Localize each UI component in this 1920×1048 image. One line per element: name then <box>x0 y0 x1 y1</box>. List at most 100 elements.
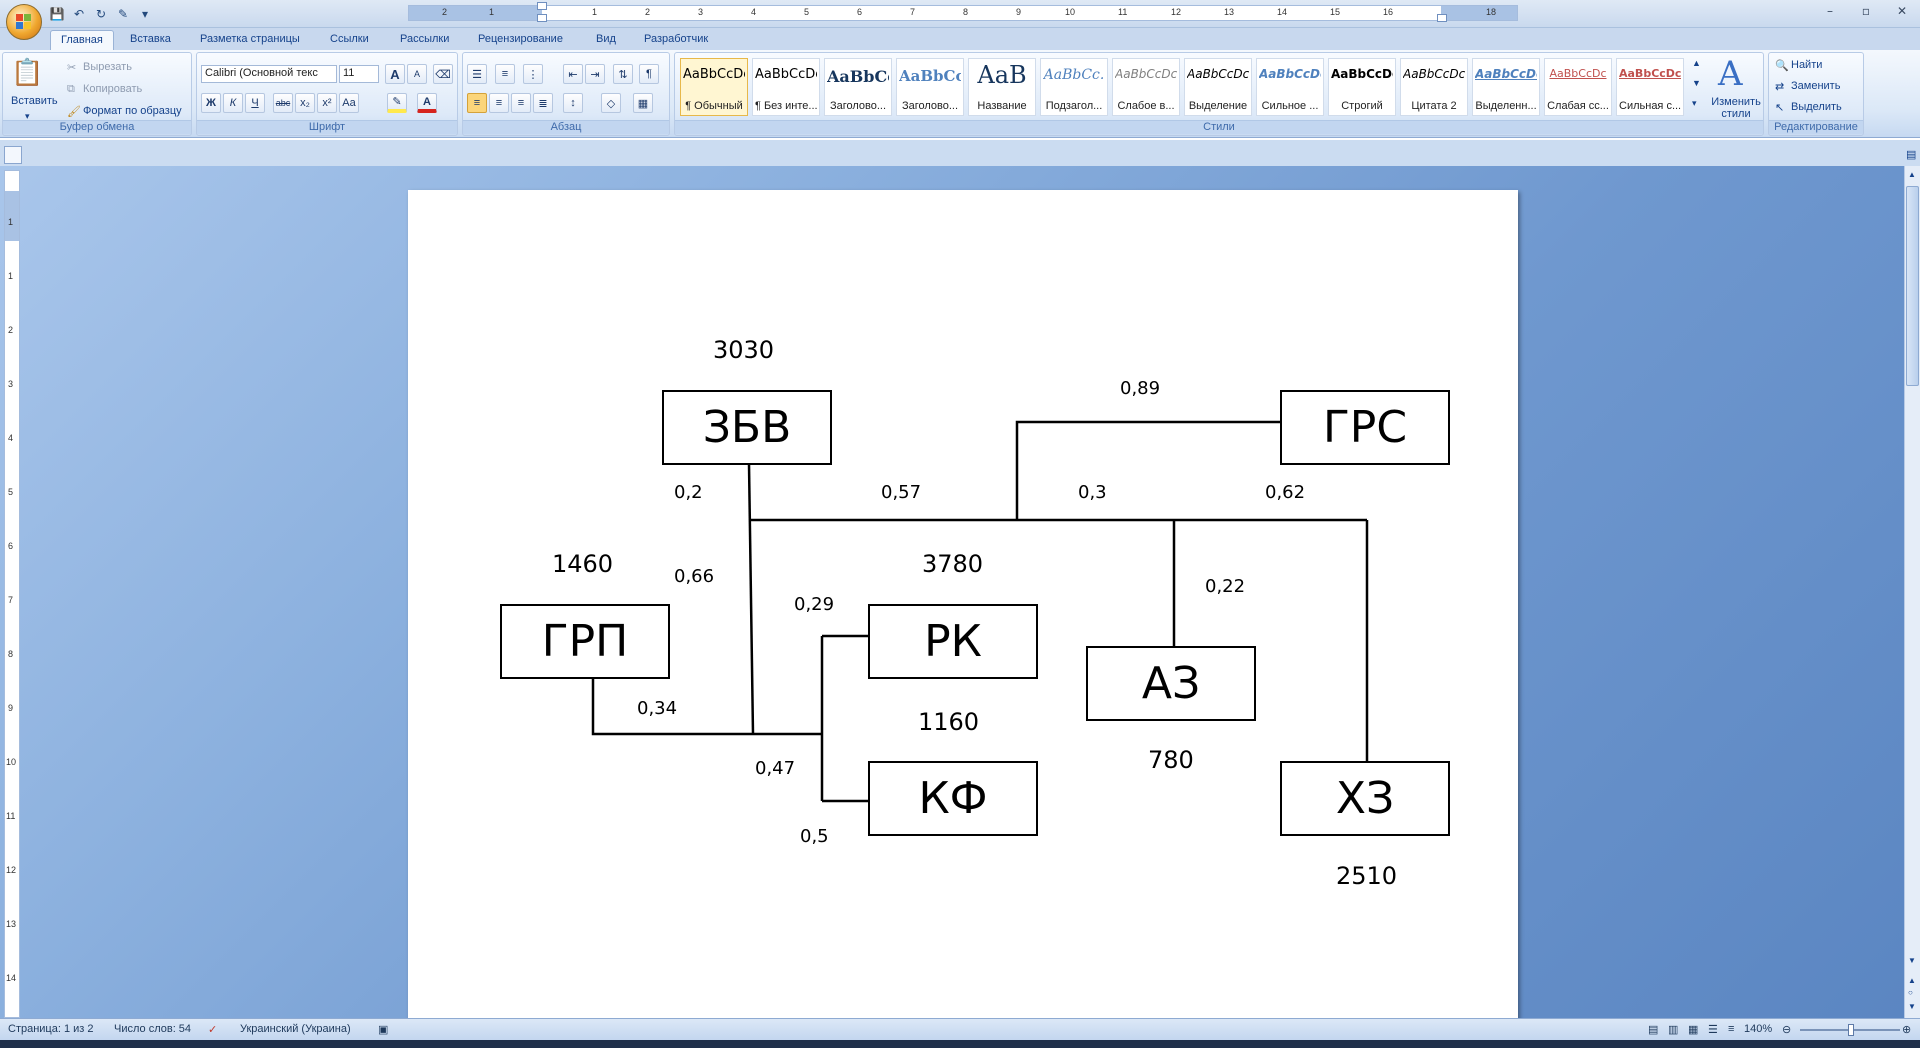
clear-format-icon[interactable]: ⌫ <box>433 64 453 84</box>
copy-button[interactable]: Копировать <box>83 83 143 95</box>
style-no-spacing[interactable]: AaBbCcDc ¶ Без инте... <box>752 58 820 116</box>
find-button[interactable]: Найти <box>1791 59 1823 71</box>
tab-insert[interactable]: Вставка <box>130 33 171 45</box>
style-quote-2[interactable]: AaBbCcDc Цитата 2 <box>1400 58 1468 116</box>
numbering-icon[interactable]: ≡ <box>495 64 515 84</box>
highlight-icon[interactable]: ✎ <box>387 93 407 113</box>
style-subtle-reference[interactable]: AaBbCcDc Слабая сс... <box>1544 58 1612 116</box>
style-emphasis[interactable]: AaBbCcDc Выделение <box>1184 58 1252 116</box>
borders-icon[interactable]: ▦ <box>633 93 653 113</box>
superscript-button[interactable]: x² <box>317 93 337 113</box>
tab-selector-icon[interactable] <box>4 146 22 164</box>
redo-icon[interactable]: ↻ <box>95 7 107 21</box>
minimize-button[interactable]: – <box>1827 4 1833 18</box>
align-right-icon[interactable]: ≡ <box>511 93 531 113</box>
scrollbar-thumb[interactable] <box>1906 186 1919 386</box>
increase-indent-icon[interactable]: ⇥ <box>585 64 605 84</box>
office-button[interactable] <box>6 4 42 40</box>
scroll-up-icon[interactable]: ▲ <box>1908 170 1916 179</box>
web-layout-view-icon[interactable]: ▦ <box>1688 1024 1699 1036</box>
tab-review[interactable]: Рецензирование <box>478 33 563 45</box>
style-title[interactable]: AaB Название <box>968 58 1036 116</box>
style-intense-quote[interactable]: AaBbCcDc Выделенн... <box>1472 58 1540 116</box>
full-screen-view-icon[interactable]: ▥ <box>1668 1024 1679 1036</box>
style-strong[interactable]: AaBbCcDc Строгий <box>1328 58 1396 116</box>
first-line-indent-marker[interactable] <box>537 2 547 10</box>
scroll-down-icon[interactable]: ▼ <box>1908 956 1916 965</box>
tab-references[interactable]: Ссылки <box>330 33 369 45</box>
underline-button[interactable]: Ч <box>245 93 265 113</box>
font-name-combo[interactable]: Calibri (Основной текс <box>201 65 337 83</box>
macro-record-icon[interactable]: ▣ <box>378 1024 389 1036</box>
paste-dropdown-icon[interactable]: ▾ <box>25 111 30 121</box>
shading-icon[interactable]: ◇ <box>601 93 621 113</box>
decrease-indent-icon[interactable]: ⇤ <box>563 64 583 84</box>
style-heading-1[interactable]: AaBbCc Заголово... <box>824 58 892 116</box>
grow-font-button[interactable]: A <box>385 64 405 84</box>
style-subtitle[interactable]: AaBbCc. Подзагол... <box>1040 58 1108 116</box>
cut-button[interactable]: Вырезать <box>83 61 132 73</box>
change-case-button[interactable]: Aa <box>339 93 359 113</box>
styles-scroll-up-icon[interactable]: ▲ <box>1692 58 1701 68</box>
replace-button[interactable]: Заменить <box>1791 80 1841 92</box>
zoom-in-icon[interactable]: ⊕ <box>1902 1024 1912 1036</box>
style-intense-reference[interactable]: AaBbCcDc Сильная с... <box>1616 58 1684 116</box>
browse-object-icon[interactable]: ○ <box>1908 988 1913 997</box>
select-button[interactable]: Выделить <box>1791 101 1842 113</box>
tab-developer[interactable]: Разработчик <box>644 33 709 45</box>
font-size-combo[interactable]: 11 <box>339 65 379 83</box>
format-painter-button[interactable]: Формат по образцу <box>83 105 182 117</box>
change-styles-button[interactable]: Изменить стили <box>1711 96 1761 120</box>
sort-icon[interactable]: ⇅ <box>613 64 633 84</box>
align-left-icon[interactable]: ≡ <box>467 93 487 113</box>
zoom-slider-thumb[interactable] <box>1848 1024 1854 1036</box>
multilevel-list-icon[interactable]: ⋮ <box>523 64 543 84</box>
maximize-button[interactable]: ▫ <box>1861 4 1871 18</box>
word-count[interactable]: Число слов: 54 <box>114 1023 192 1035</box>
style-intense-emphasis[interactable]: AaBbCcDc Сильное ... <box>1256 58 1324 116</box>
change-styles-icon[interactable]: A <box>1718 54 1743 94</box>
subscript-button[interactable]: x₂ <box>295 93 315 113</box>
page-count[interactable]: Страница: 1 из 2 <box>8 1023 94 1035</box>
styles-scroll-down-icon[interactable]: ▼ <box>1692 78 1701 88</box>
tab-mailings[interactable]: Рассылки <box>400 33 450 45</box>
zoom-level[interactable]: 140% <box>1744 1023 1773 1035</box>
italic-button[interactable]: К <box>223 93 243 113</box>
style-subtle-emphasis[interactable]: AaBbCcDc Слабое в... <box>1112 58 1180 116</box>
view-ruler-icon[interactable]: ▤ <box>1906 149 1917 161</box>
line-spacing-icon[interactable]: ↕ <box>563 93 583 113</box>
vertical-scrollbar[interactable]: ▲ ▼ ▲ ○ ▼ <box>1904 166 1920 1018</box>
document-page[interactable]: ЗБВ ГРС ГРП РК АЗ КФ ХЗ 3030 1460 3780 1… <box>408 190 1518 1040</box>
vertical-ruler[interactable]: 1 1 2 3 4 5 6 7 8 9 10 11 12 13 14 <box>4 170 20 1018</box>
print-preview-icon[interactable]: ✎ <box>117 7 129 21</box>
justify-icon[interactable]: ≣ <box>533 93 553 113</box>
strikethrough-button[interactable]: abc <box>273 93 293 113</box>
font-color-icon[interactable]: A <box>417 93 437 113</box>
show-marks-icon[interactable]: ¶ <box>639 64 659 84</box>
align-center-icon[interactable]: ≡ <box>489 93 509 113</box>
style-heading-2[interactable]: AaBbCc Заголово... <box>896 58 964 116</box>
undo-icon[interactable]: ↶ <box>73 7 85 21</box>
close-button[interactable]: ✕ <box>1896 4 1908 18</box>
previous-page-icon[interactable]: ▲ <box>1908 976 1916 985</box>
bullets-icon[interactable]: ☰ <box>467 64 487 84</box>
tab-view[interactable]: Вид <box>596 33 616 45</box>
style-normal[interactable]: AaBbCcDc ¶ Обычный <box>680 58 748 116</box>
next-page-icon[interactable]: ▼ <box>1908 1002 1916 1011</box>
save-icon[interactable]: 💾 <box>49 7 65 21</box>
left-indent-marker[interactable] <box>537 14 547 22</box>
horizontal-ruler[interactable]: 2 1 1 2 3 4 5 6 7 8 9 10 11 12 13 14 15 … <box>408 2 1518 22</box>
zoom-out-icon[interactable]: ⊖ <box>1782 1024 1792 1036</box>
draft-view-icon[interactable]: ≡ <box>1728 1023 1735 1035</box>
right-indent-marker[interactable] <box>1437 14 1447 22</box>
outline-view-icon[interactable]: ☰ <box>1708 1024 1718 1036</box>
styles-more-icon[interactable]: ▾ <box>1692 98 1697 108</box>
print-layout-view-icon[interactable]: ▤ <box>1648 1024 1659 1036</box>
paste-icon[interactable]: 📋 <box>11 57 44 87</box>
proofing-icon[interactable]: ✓ <box>208 1024 218 1036</box>
qat-customize-icon[interactable]: ▾ <box>141 7 149 21</box>
language-indicator[interactable]: Украинский (Украина) <box>240 1023 351 1035</box>
shrink-font-button[interactable]: A <box>407 64 427 84</box>
tab-page-layout[interactable]: Разметка страницы <box>200 33 300 45</box>
paste-button[interactable]: Вставить <box>11 95 58 107</box>
